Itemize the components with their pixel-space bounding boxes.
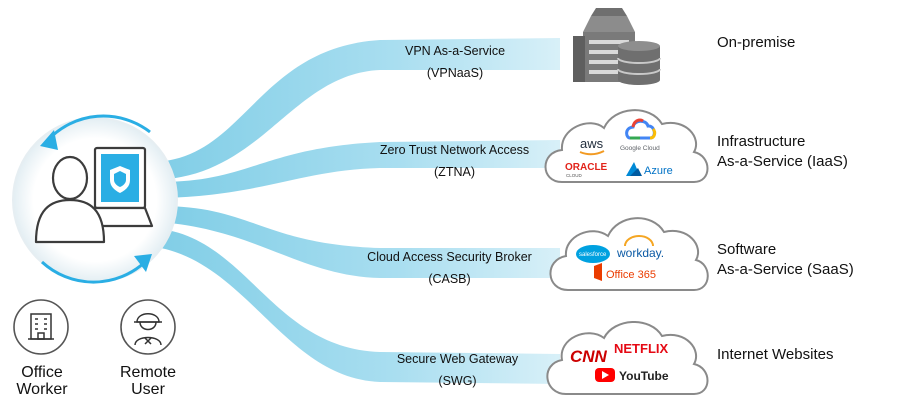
category-subtitle: As-a-Service (SaaS) [717, 261, 854, 278]
flow-ribbons [148, 38, 560, 384]
service-abbr: (VPNaaS) [426, 66, 484, 80]
svg-text:ORACLE: ORACLE [565, 162, 608, 173]
svg-text:Google Cloud: Google Cloud [620, 145, 660, 152]
remote-user-icon [120, 299, 176, 355]
category-internet-websites: Internet Websites [717, 345, 833, 365]
service-abbr: (SWG) [438, 374, 477, 388]
service-swg: Secure Web Gateway (SWG) [380, 352, 535, 388]
svg-text:CNN: CNN [570, 347, 608, 366]
cnn-logo: CNN [570, 347, 608, 366]
category-saas: Software As-a-Service (SaaS) [717, 240, 854, 280]
service-casb: Cloud Access Security Broker (CASB) [352, 250, 547, 286]
salesforce-logo: salesforce [576, 245, 610, 263]
office365-logo: Office 365 [594, 263, 656, 281]
netflix-logo: NETFLIX [614, 341, 668, 356]
service-name: VPN As-a-Service [404, 44, 506, 58]
user-label-line: Worker [16, 381, 68, 398]
user-hub [12, 114, 178, 284]
saas-cloud-icon [549, 217, 709, 291]
google-cloud-logo: Google Cloud [620, 118, 660, 152]
svg-text:workday.: workday. [616, 246, 664, 260]
aws-logo: aws [579, 136, 605, 156]
category-title: Software [717, 241, 777, 258]
database-icon [617, 41, 661, 85]
svg-text:salesforce: salesforce [579, 252, 607, 258]
cycle-arrow-icon [40, 130, 58, 150]
azure-logo: Azure [626, 162, 673, 177]
user-label-line: Office [21, 364, 63, 381]
service-name: Secure Web Gateway [396, 352, 519, 366]
svg-text:aws: aws [580, 136, 604, 151]
web-cloud-icon [546, 321, 709, 395]
user-label-remote-user: Remote User [112, 364, 184, 398]
svg-text:NETFLIX: NETFLIX [614, 341, 668, 356]
oracle-cloud-logo: ORACLE CLOUD [565, 162, 608, 178]
svg-text:YouTube: YouTube [619, 369, 669, 383]
workday-logo: workday. [616, 235, 664, 260]
datacenter-building-icon [573, 8, 661, 85]
youtube-logo: YouTube [595, 368, 669, 383]
svg-text:CLOUD: CLOUD [566, 173, 583, 178]
user-label-line: Remote [119, 364, 177, 381]
flow-ribbon-vpnaas [150, 38, 560, 180]
flow-ribbon-ztna [160, 140, 560, 198]
service-abbr: (ZTNA) [434, 165, 475, 179]
service-name: Cloud Access Security Broker [367, 250, 532, 264]
flow-ribbon-swg [148, 228, 560, 384]
category-title: On-premise [717, 34, 796, 51]
user-label-line: User [131, 381, 165, 398]
service-name: Zero Trust Network Access [379, 143, 530, 157]
category-iaas: Infrastructure As-a-Service (IaaS) [717, 132, 848, 172]
category-subtitle: As-a-Service (IaaS) [717, 153, 848, 170]
svg-text:Azure: Azure [644, 165, 673, 177]
service-ztna: Zero Trust Network Access (ZTNA) [362, 143, 547, 179]
category-title: Infrastructure [717, 133, 806, 150]
category-on-premise: On-premise [717, 33, 795, 53]
office-building-icon [13, 299, 69, 355]
svg-text:Office 365: Office 365 [606, 269, 656, 281]
category-title: Internet Websites [717, 346, 834, 363]
iaas-cloud-icon [544, 109, 709, 183]
user-label-office-worker: Office Worker [6, 364, 78, 398]
service-vpnaas: VPN As-a-Service (VPNaaS) [375, 44, 535, 80]
shield-icon [110, 166, 130, 193]
flow-ribbon-casb [160, 206, 560, 278]
service-abbr: (CASB) [428, 272, 471, 286]
cycle-arrow-icon [134, 254, 152, 272]
